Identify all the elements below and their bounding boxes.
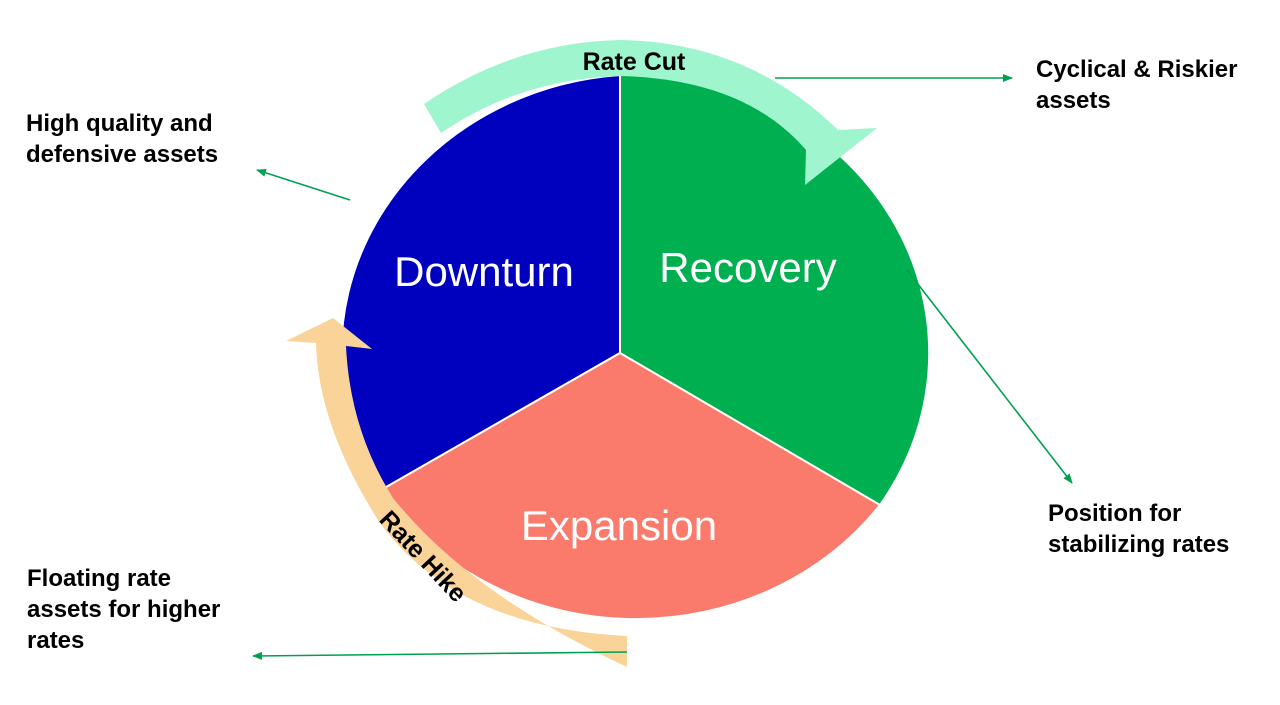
- note-downturn-line-2: defensive assets: [26, 141, 219, 168]
- note-recovery-line-1: Cyclical & Riskier: [1036, 56, 1238, 83]
- note-expansion-line-1: Floating rate: [27, 565, 172, 592]
- downturn-label: Downturn: [394, 248, 574, 295]
- note-downturn-line-1: High quality and: [26, 110, 213, 137]
- note-stabilizing-line-2: stabilizing rates: [1048, 531, 1230, 558]
- note-recovery-line-2: assets: [1036, 87, 1111, 114]
- expansion-label: Expansion: [521, 502, 717, 549]
- note-downturn-assets: High quality and defensive assets: [26, 108, 218, 170]
- note-expansion-line-3: rates: [27, 627, 85, 654]
- connector-downturn: [256, 168, 351, 201]
- note-expansion-assets: Floating rate assets for higher rates: [27, 563, 220, 656]
- connector-arrows: [252, 74, 1073, 660]
- note-expansion-line-2: assets for higher: [27, 596, 221, 623]
- rate-hike-arrow: [286, 318, 627, 667]
- rate-cut-label: Rate Cut: [583, 48, 686, 76]
- note-stabilizing-rates: Position for stabilizing rates: [1048, 498, 1229, 560]
- note-stabilizing-line-1: Position for: [1048, 500, 1182, 527]
- cycle-wheel: [340, 73, 931, 621]
- recovery-label: Recovery: [659, 244, 836, 291]
- note-recovery-assets: Cyclical & Riskier assets: [1036, 54, 1237, 116]
- connector-stabilizing: [906, 269, 1073, 484]
- rate-cut-arrow: [424, 40, 877, 185]
- connector-expansion: [252, 651, 628, 660]
